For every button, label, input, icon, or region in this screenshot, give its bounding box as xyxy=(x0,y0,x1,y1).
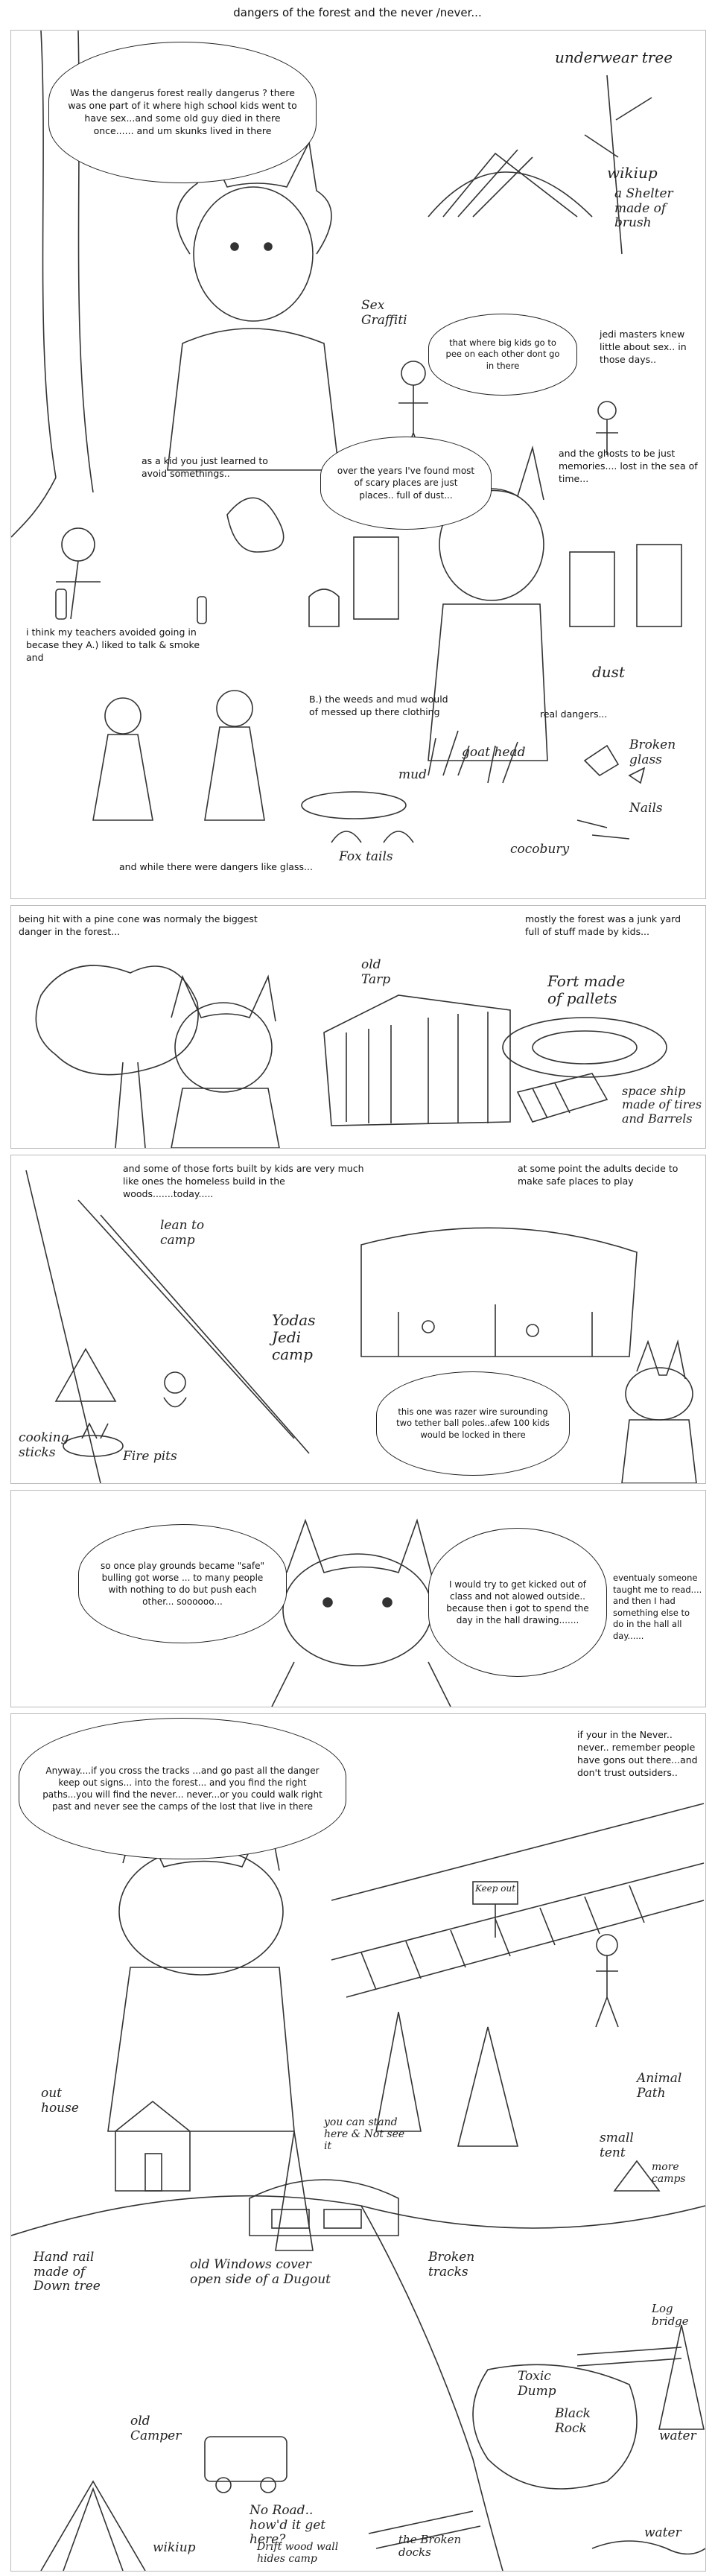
label-water-1: water xyxy=(659,2429,696,2443)
label-wikiup-2: wikiup xyxy=(153,2540,196,2555)
label-sex-graffiti: Sex Graffiti xyxy=(361,298,407,328)
text-taught-to-read: eventualy someone taught me to read.... … xyxy=(613,1573,702,1641)
label-cocobury: cocobury xyxy=(510,842,570,857)
label-space-ship: space ship made of tires and Barrels xyxy=(622,1084,702,1126)
label-broken-glass: Broken glass xyxy=(629,737,676,767)
text-teachers-avoided: i think my teachers avoided going in bec… xyxy=(26,626,200,663)
speech-bubble-pee: that where big kids go to pee on each ot… xyxy=(428,314,577,396)
label-old-camper: old Camper xyxy=(130,2414,182,2443)
text-real-dangers: real dangers... xyxy=(540,708,608,720)
label-old-tarp: old Tarp xyxy=(361,957,391,987)
label-wikiup-desc: a Shelter made of brush xyxy=(614,186,673,231)
panel-never-never: Anyway....if you cross the tracks ...and… xyxy=(10,1713,706,2572)
label-hand-rail: Hand rail made of Down tree xyxy=(34,2250,101,2294)
page-title: dangers of the forest and the never /nev… xyxy=(233,6,482,19)
label-small-tent: small tent xyxy=(600,2131,634,2160)
label-stand-here: you can stand here & Not see it xyxy=(324,2116,405,2153)
label-lean-to: lean to camp xyxy=(160,1218,205,1248)
label-more-camps: more camps xyxy=(652,2161,686,2186)
speech-bubble-scary-places: over the years I've found most of scary … xyxy=(320,437,492,530)
label-fox-tails: Fox tails xyxy=(339,849,393,864)
label-broken-docks: the Broken docks xyxy=(398,2533,462,2560)
never-never-map-sketch xyxy=(11,1803,705,2571)
label-old-windows: old Windows cover open side of a Dugout xyxy=(190,2257,331,2287)
label-nails: Nails xyxy=(629,801,663,816)
label-black-rock: Black Rock xyxy=(555,2406,591,2436)
label-dust: dust xyxy=(592,663,625,681)
label-cooking-sticks: cooking sticks xyxy=(19,1430,69,1460)
speech-bubble-cross-tracks: Anyway....if you cross the tracks ...and… xyxy=(19,1718,346,1859)
panel-forest-dangers: Was the dangerus forest really dangerus … xyxy=(10,30,706,899)
camps-sketch xyxy=(25,1170,697,1483)
text-dangers-like-glass: and while there were dangers like glass.… xyxy=(119,861,313,872)
label-yodas-camp: Yodas Jedi camp xyxy=(272,1311,316,1363)
speech-bubble-razer-wire: this one was razer wire surounding two t… xyxy=(376,1371,570,1476)
label-out-house: out house xyxy=(41,2086,79,2116)
label-mud: mud xyxy=(398,767,427,782)
text-if-your-in-never: if your in the Never.. never.. remember … xyxy=(577,1729,698,1778)
panel-junk-yard: being hit with a pine cone was normaly t… xyxy=(10,905,706,1149)
text-weeds-mud: B.) the weeds and mud would of messed up… xyxy=(309,694,448,717)
label-underwear-tree: underwear tree xyxy=(555,48,673,66)
label-fort-pallets: Fort made of pallets xyxy=(547,972,626,1007)
text-forts-homeless: and some of those forts built by kids ar… xyxy=(123,1163,364,1199)
label-keep-out-sign: Keep out xyxy=(474,1883,516,1894)
junkyard-sketch xyxy=(35,965,667,1148)
forest-sketch xyxy=(11,31,682,843)
label-goat-head: goat head xyxy=(462,745,526,760)
text-pine-cone: being hit with a pine cone was normaly t… xyxy=(19,913,258,937)
speech-bubble-safe-playgrounds: so once play grounds became "safe" bulli… xyxy=(78,1524,287,1643)
label-water-2: water xyxy=(644,2525,681,2540)
label-fire-pits: Fire pits xyxy=(123,1449,177,1464)
panel-playgrounds: so once play grounds became "safe" bulli… xyxy=(10,1490,706,1707)
text-jedi-masters: jedi masters knew little about sex.. in … xyxy=(600,329,687,365)
text-ghosts-memories: and the ghosts to be just memories.... l… xyxy=(559,448,698,484)
label-drift-wood: Drift wood wall hides camp xyxy=(257,2541,339,2566)
label-broken-tracks: Broken tracks xyxy=(428,2250,475,2280)
label-toxic-dump: Toxic Dump xyxy=(518,2369,556,2399)
text-avoid-somethings: as a kid you just learned to avoid somet… xyxy=(142,455,268,479)
label-animal-path: Animal Path xyxy=(637,2071,682,2101)
panel-camps: and some of those forts built by kids ar… xyxy=(10,1155,706,1484)
label-no-road: No Road.. how'd it get here? xyxy=(250,2503,326,2548)
label-log-bridge: Log bridge xyxy=(652,2302,689,2329)
speech-bubble-kicked-out: I would try to get kicked out of class a… xyxy=(428,1528,607,1677)
speech-bubble-dangerus: Was the dangerus forest really dangerus … xyxy=(48,42,317,183)
text-safe-places: at some point the adults decide to make … xyxy=(518,1163,679,1187)
label-wikiup: wikiup xyxy=(607,164,658,182)
text-junk-yard: mostly the forest was a junk yard full o… xyxy=(525,913,681,937)
